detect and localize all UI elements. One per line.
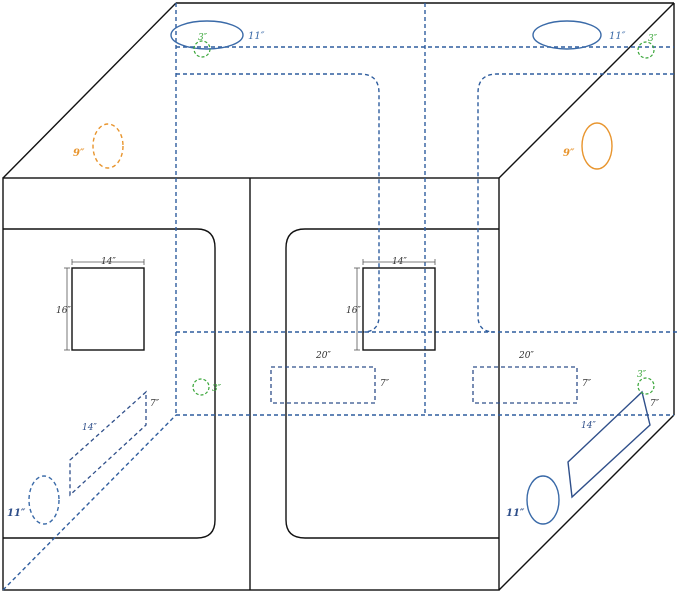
back-right-door (477, 73, 674, 333)
right-floor-vent-height-label: 7″ (650, 399, 660, 409)
top-left-edge (2, 2, 177, 179)
left-door-outline (3, 228, 216, 539)
floor-vents: 14″ 7″ 14″ 7″ 3″ (69, 370, 660, 499)
left-side-port (92, 123, 124, 169)
left-window (71, 267, 145, 351)
back-vent-right-width-label: 20″ (518, 351, 534, 361)
right-side-port (581, 122, 613, 170)
left-side-port-label: 9″ (73, 148, 85, 159)
left-floor-vent-width-label: 14″ (82, 423, 97, 433)
back-vent-left (270, 366, 376, 404)
front-face (2, 177, 500, 591)
bottom-right-edge (498, 414, 675, 591)
top-left-small-label: 3″ (198, 33, 208, 43)
top-right-small-label: 3″ (648, 34, 658, 44)
top-left-large-label: 11″ (248, 31, 265, 42)
front-doors (3, 228, 499, 539)
left-bottom-port-label: 11″ (7, 508, 26, 519)
back-vent-left-height-label: 7″ (380, 379, 390, 389)
bottom-ports: 11″ 11″ (7, 475, 560, 525)
top-right-large-port (532, 20, 602, 50)
left-floor-vent-height-label: 7″ (150, 399, 160, 409)
right-side-port-label: 9″ (563, 148, 575, 159)
center-window (362, 267, 436, 351)
left-window-width-label: 14″ (101, 257, 116, 267)
right-bottom-port-label: 11″ (506, 508, 525, 519)
right-floor-vent (567, 390, 651, 499)
hidden-edges (2, 3, 679, 591)
top-right-large-label: 11″ (609, 31, 626, 42)
back-small-port (192, 378, 210, 396)
top-right-small-port (637, 41, 655, 59)
back-vent-right (472, 366, 578, 404)
right-door-outline (285, 228, 499, 539)
back-left-door (176, 73, 380, 333)
center-window-width-label: 14″ (392, 257, 407, 267)
center-window-height-label: 16″ (346, 306, 361, 316)
left-bottom-port (28, 475, 60, 525)
back-vent-left-width-label: 20″ (315, 351, 331, 361)
top-right-edge (498, 2, 675, 179)
right-floor-vent-width-label: 14″ (581, 421, 596, 431)
back-vent-right-height-label: 7″ (582, 379, 592, 389)
top-left-small-port (193, 40, 211, 58)
tent-frame (2, 2, 675, 591)
bottom-left-edge (2, 414, 177, 591)
side-ports: 9″ 9″ (73, 122, 613, 170)
top-left-large-port (170, 20, 244, 50)
back-vents: 3″ 20″ 7″ 20″ 7″ (192, 351, 592, 404)
left-window-height-label: 16″ (56, 306, 71, 316)
top-ports: 11″ 3″ 11″ 3″ (170, 20, 658, 59)
front-windows: 14″ 16″ 14″ 16″ (56, 257, 436, 351)
left-floor-vent (69, 390, 147, 497)
right-small-port (637, 377, 655, 395)
back-small-port-label: 3″ (212, 384, 222, 394)
right-small-port-label: 3″ (637, 370, 647, 380)
right-bottom-port (526, 475, 560, 525)
